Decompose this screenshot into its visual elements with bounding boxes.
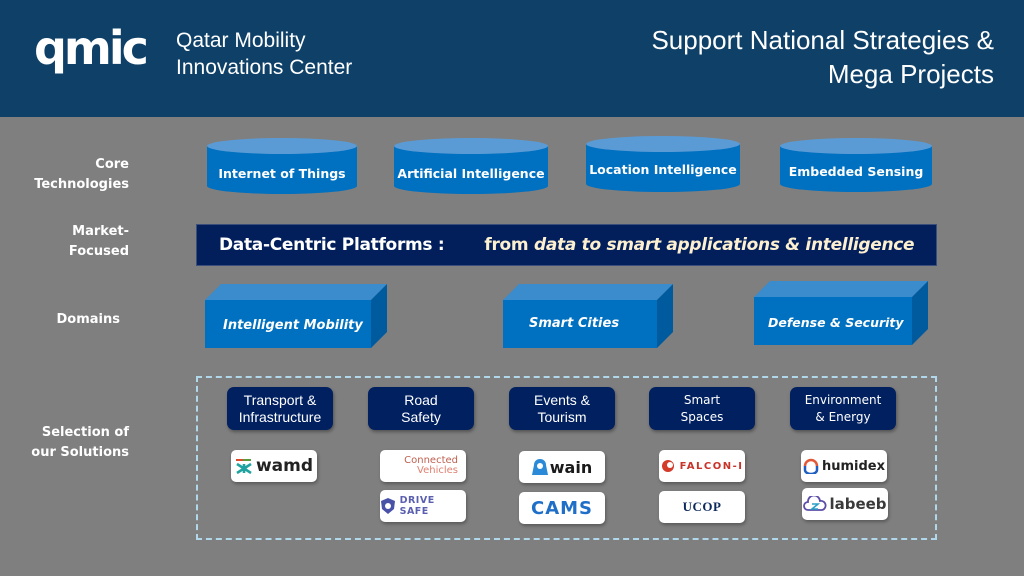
category-line: Road — [404, 391, 438, 408]
label-line: Core — [95, 157, 129, 172]
category-line: & Energy — [815, 409, 871, 424]
wain-wordmark: wain — [549, 457, 593, 477]
cylinder-shape — [780, 138, 932, 192]
category-line: Safety — [401, 408, 441, 425]
vehicles-wordmark: Vehicles — [417, 465, 458, 476]
core-tech-cylinder-ai: Artificial Intelligence — [392, 136, 548, 196]
falcon-wordmark: FALCON-I — [679, 460, 744, 472]
core-tech-cylinder-embedded: Embedded Sensing — [778, 136, 932, 196]
category-line: Infrastructure — [238, 408, 322, 425]
category-environment-energy: Environment & Energy — [790, 387, 896, 430]
logo-falcon: FALCON-I — [659, 450, 745, 482]
organization-name: Qatar Mobility Innovations Center — [176, 27, 352, 81]
label-line: Market- — [72, 224, 129, 239]
box-shape — [754, 281, 928, 345]
category-events-tourism: Events &Tourism — [509, 387, 615, 430]
page-title: Support National Strategies & Mega Proje… — [651, 23, 994, 91]
category-line: Events & — [533, 391, 591, 408]
org-name-line2: Innovations Center — [176, 56, 353, 79]
row-label-solutions: Selection of our Solutions — [31, 423, 129, 463]
domain-box-intelligent-mobility: Intelligent Mobility — [205, 284, 389, 350]
box-shape — [205, 284, 387, 348]
data-centric-platforms-bar: Data-Centric Platforms : from data to sm… — [196, 224, 937, 266]
labeeb-cloud-icon — [803, 496, 827, 511]
logo-ucop: UCOP — [659, 491, 745, 523]
falcon-mark-icon — [661, 460, 674, 472]
domain-box-defense-security: Defense & Security — [754, 281, 930, 347]
title-line2: Mega Projects — [827, 59, 994, 89]
logo-connected-vehicles: Connected Vehicles — [380, 450, 466, 482]
platform-sub-prefix: from — [484, 235, 534, 255]
title-line1: Support National Strategies & — [651, 25, 994, 55]
category-line: Tourism — [537, 408, 587, 425]
logo-labeeb: labeeb — [802, 488, 888, 520]
category-line: Transport & — [243, 391, 317, 408]
domain-label: Defense & Security — [768, 315, 904, 330]
wamd-mark-icon — [235, 459, 252, 474]
logo-humidex: humidex — [801, 450, 887, 482]
core-tech-label: Location Intelligence — [589, 162, 737, 177]
core-tech-label: Embedded Sensing — [788, 164, 924, 179]
header-banner: qmic Qatar Mobility Innovations Center S… — [0, 0, 1024, 117]
qmic-logo-text: qmic — [34, 26, 147, 75]
humidex-mark-icon — [803, 458, 819, 474]
humidex-wordmark: humidex — [821, 458, 886, 474]
cylinder-shape — [586, 136, 740, 192]
wamd-wordmark: wamd — [255, 456, 314, 476]
logo-wamd: wamd — [231, 450, 317, 482]
label-line: Domains — [56, 312, 121, 327]
row-label-domains: Domains — [57, 310, 121, 330]
logo-wain: wain — [519, 451, 605, 483]
domain-box-smart-cities: Smart Cities — [503, 284, 675, 350]
qmic-logo: qmic — [34, 21, 156, 78]
platform-sub-italic: data to smart applications & intelligenc… — [533, 235, 915, 255]
cylinder-shape — [207, 138, 357, 194]
row-label-market-focused: Market- Focused — [69, 222, 129, 262]
core-tech-label: Internet of Things — [218, 166, 346, 181]
connected-wordmark: Connected — [404, 455, 458, 466]
ucop-wordmark: UCOP — [682, 499, 722, 514]
domain-label: Intelligent Mobility — [223, 318, 363, 333]
label-line: Focused — [68, 244, 129, 259]
box-shape — [503, 284, 673, 348]
category-line: Environment — [804, 392, 882, 407]
drive-safe-shield-icon — [381, 498, 395, 514]
category-line: Spaces — [680, 409, 724, 424]
logo-cams: CAMS — [519, 492, 605, 524]
cams-wordmark: CAMS — [530, 497, 594, 519]
row-label-core-technologies: Core Technologies — [34, 155, 129, 195]
label-line: our Solutions — [31, 445, 129, 460]
core-tech-label: Artificial Intelligence — [397, 166, 545, 181]
platform-subtitle: from data to smart applications & intell… — [484, 235, 914, 255]
drive-safe-wordmark: DRIVE SAFE — [399, 495, 435, 517]
core-tech-cylinder-iot: Internet of Things — [205, 136, 359, 196]
domain-label: Smart Cities — [529, 316, 620, 331]
category-transport-infrastructure: Transport &Infrastructure — [227, 387, 333, 430]
org-name-line1: Qatar Mobility — [176, 29, 306, 52]
label-line: Selection of — [41, 425, 129, 440]
cylinder-shape — [394, 138, 548, 194]
core-tech-cylinder-location: Location Intelligence — [584, 134, 740, 194]
solutions-dashed-frame — [196, 376, 937, 540]
label-line: Technologies — [34, 177, 129, 192]
logo-drive-safe: DRIVE SAFE — [380, 490, 466, 522]
category-line: Smart — [683, 392, 721, 407]
platform-title: Data-Centric Platforms : — [219, 235, 445, 255]
labeeb-wordmark: labeeb — [829, 495, 887, 513]
wain-pin-icon — [531, 459, 548, 475]
